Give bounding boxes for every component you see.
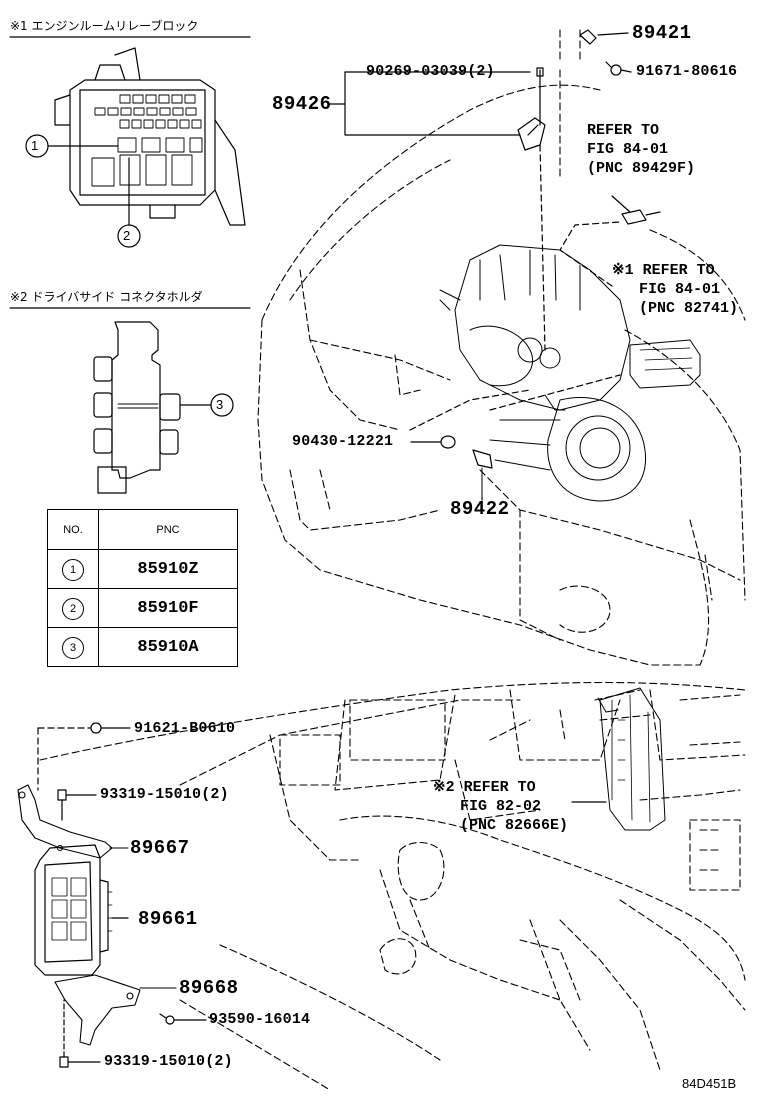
reference-fig-84-01-89429f: REFER TO FIG 84-01 (PNC 89429F) [587,122,696,177]
reference-fig-82-02-82666e: ※2 REFER TO FIG 82-02 (PNC 82666E) [433,779,569,834]
part-90269-03039: 90269-03039(2) [366,63,495,80]
part-93319-15010-bottom: 93319-15010(2) [104,1053,233,1070]
reference-fig-84-01-82741: ※1 REFER TO FIG 84-01 (PNC 82741) [612,262,739,317]
part-89667: 89667 [130,837,190,859]
row-pnc: 85910Z [98,549,238,589]
callout-3: 3 [216,397,224,412]
part-93319-15010-top: 93319-15010(2) [100,786,229,803]
part-89426: 89426 [272,93,332,115]
part-89661: 89661 [138,908,198,930]
header-pnc: PNC [98,509,238,550]
header-no: NO. [47,509,99,550]
row-no: 3 [62,636,84,659]
part-93590-16014: 93590-16014 [209,1011,311,1028]
part-89421: 89421 [632,22,692,44]
callout-1: 1 [31,138,39,153]
table-row: 3 85910A [47,627,238,667]
part-91671-80616: 91671-80616 [636,63,738,80]
figure-id: 84D451B [682,1076,737,1091]
dashboard-illustration [17,681,746,1091]
connector-holder-title: ※2 ドライバサイド コネクタホルダ [10,290,203,304]
table-row: 1 85910Z [47,549,238,589]
row-no: 1 [62,558,84,581]
part-89668: 89668 [179,977,239,999]
row-pnc: 85910F [98,588,238,628]
connector-holder-inset [9,307,251,494]
part-91621-b0610: 91621-B0610 [134,720,236,737]
relay-block-title: ※1 エンジンルームリレーブロック [10,19,199,33]
row-no: 2 [62,597,84,620]
pnc-table: NO. PNC 1 85910Z 2 85910F 3 85910A [47,509,238,667]
row-pnc: 85910A [98,627,238,667]
callout-2: 2 [123,228,131,243]
engine-bay-illustration [257,29,746,666]
part-90430-12221: 90430-12221 [292,433,394,450]
part-89422: 89422 [450,498,510,520]
table-row: 2 85910F [47,588,238,628]
relay-block-inset [9,36,251,248]
pnc-table-header: NO. PNC [47,509,238,550]
